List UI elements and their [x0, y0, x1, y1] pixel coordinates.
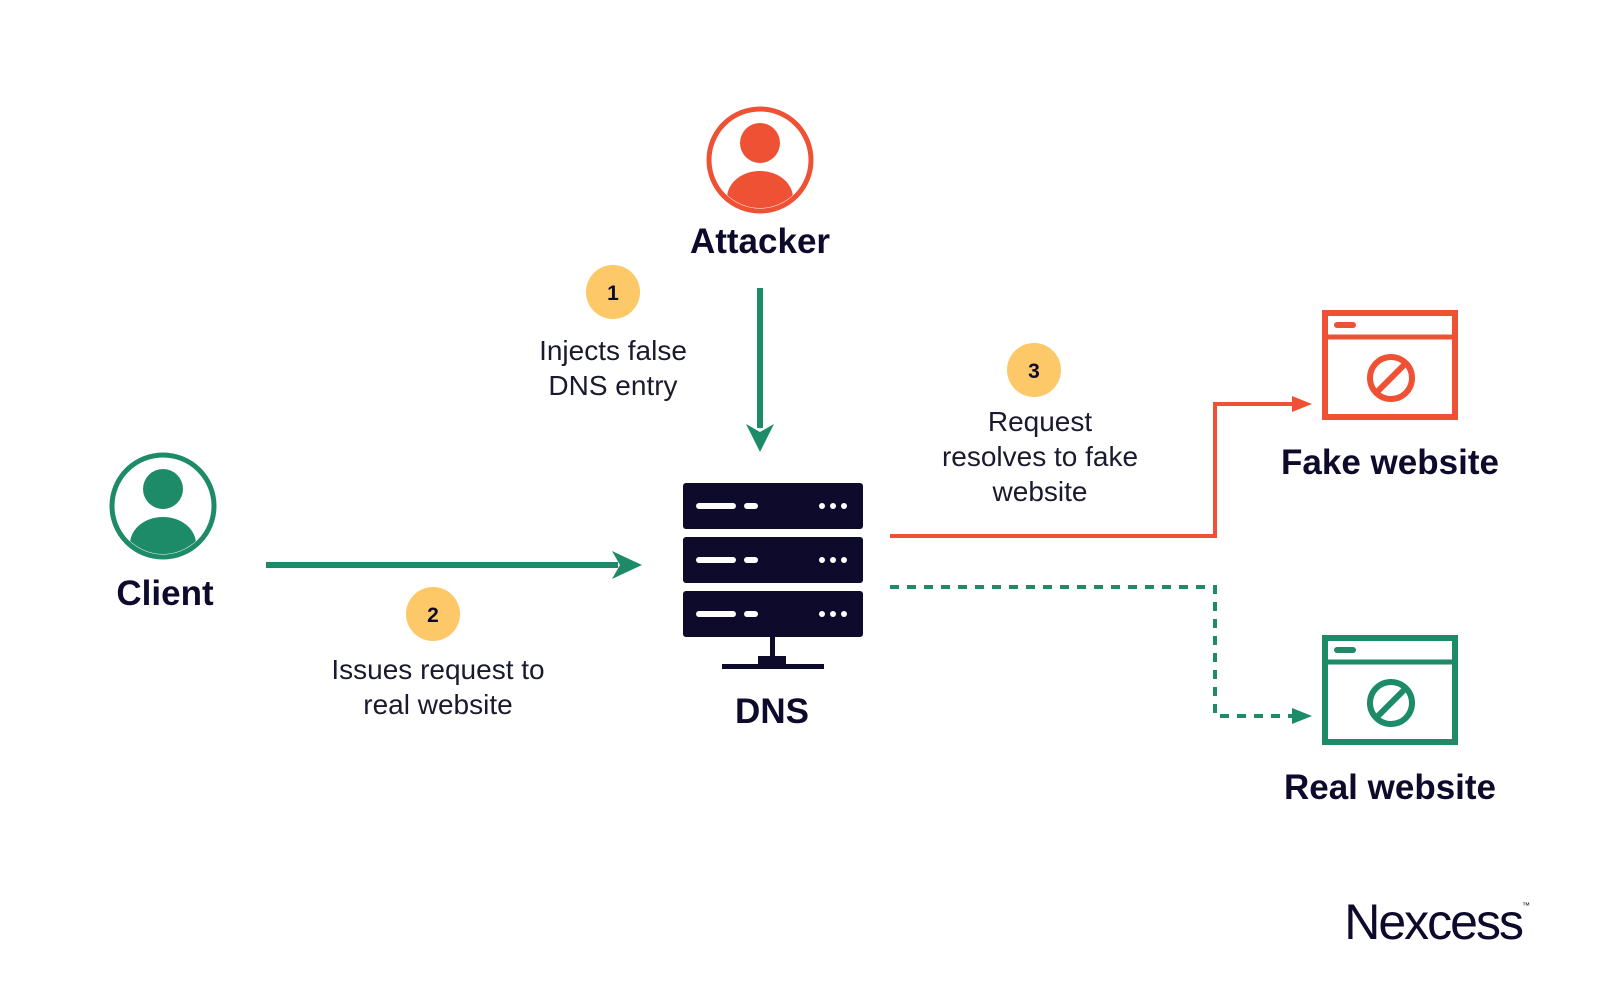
arrow-dns-to-fake: [890, 396, 1312, 538]
client-label: Client: [116, 574, 214, 613]
step-2-line-1: Issues request to: [331, 654, 545, 685]
step-1-line-1: Injects false: [539, 335, 687, 366]
brand-name: Nexcess: [1344, 894, 1524, 950]
client-icon: [109, 452, 217, 560]
attacker-label: Attacker: [689, 222, 831, 261]
dns-label: DNS: [735, 692, 809, 731]
arrow-client-to-dns: [266, 551, 642, 579]
nexcess-logo: Nexcess™: [1344, 893, 1530, 951]
real-website-icon: [1322, 635, 1458, 745]
real-website-label: Real website: [1283, 768, 1497, 807]
step-3-line-3: website: [992, 476, 1088, 507]
svg-text:2: 2: [427, 604, 439, 627]
dns-server-icon: [683, 483, 863, 669]
step-3-line-2: resolves to fake: [941, 441, 1139, 472]
trademark-mark: ™: [1522, 901, 1530, 910]
step-2-line-2: real website: [363, 689, 513, 720]
svg-text:1: 1: [607, 282, 619, 305]
step-badge-3: 3: [1007, 343, 1061, 397]
step-badge-2: 2: [406, 587, 460, 641]
arrow-attacker-to-dns: [746, 288, 774, 452]
step-1-line-2: DNS entry: [548, 370, 678, 401]
svg-text:3: 3: [1028, 360, 1040, 383]
step-3-text: Request resolves to fake website: [942, 404, 1138, 509]
attacker-icon: [706, 106, 814, 214]
step-1-text: Injects false DNS entry: [539, 333, 687, 403]
arrow-dns-to-real: [890, 585, 1312, 724]
fake-website-icon: [1322, 310, 1458, 420]
fake-website-label: Fake website: [1281, 443, 1499, 482]
step-badge-1: 1: [586, 265, 640, 319]
step-2-text: Issues request to real website: [331, 652, 544, 722]
step-3-line-1: Request: [987, 406, 1093, 437]
